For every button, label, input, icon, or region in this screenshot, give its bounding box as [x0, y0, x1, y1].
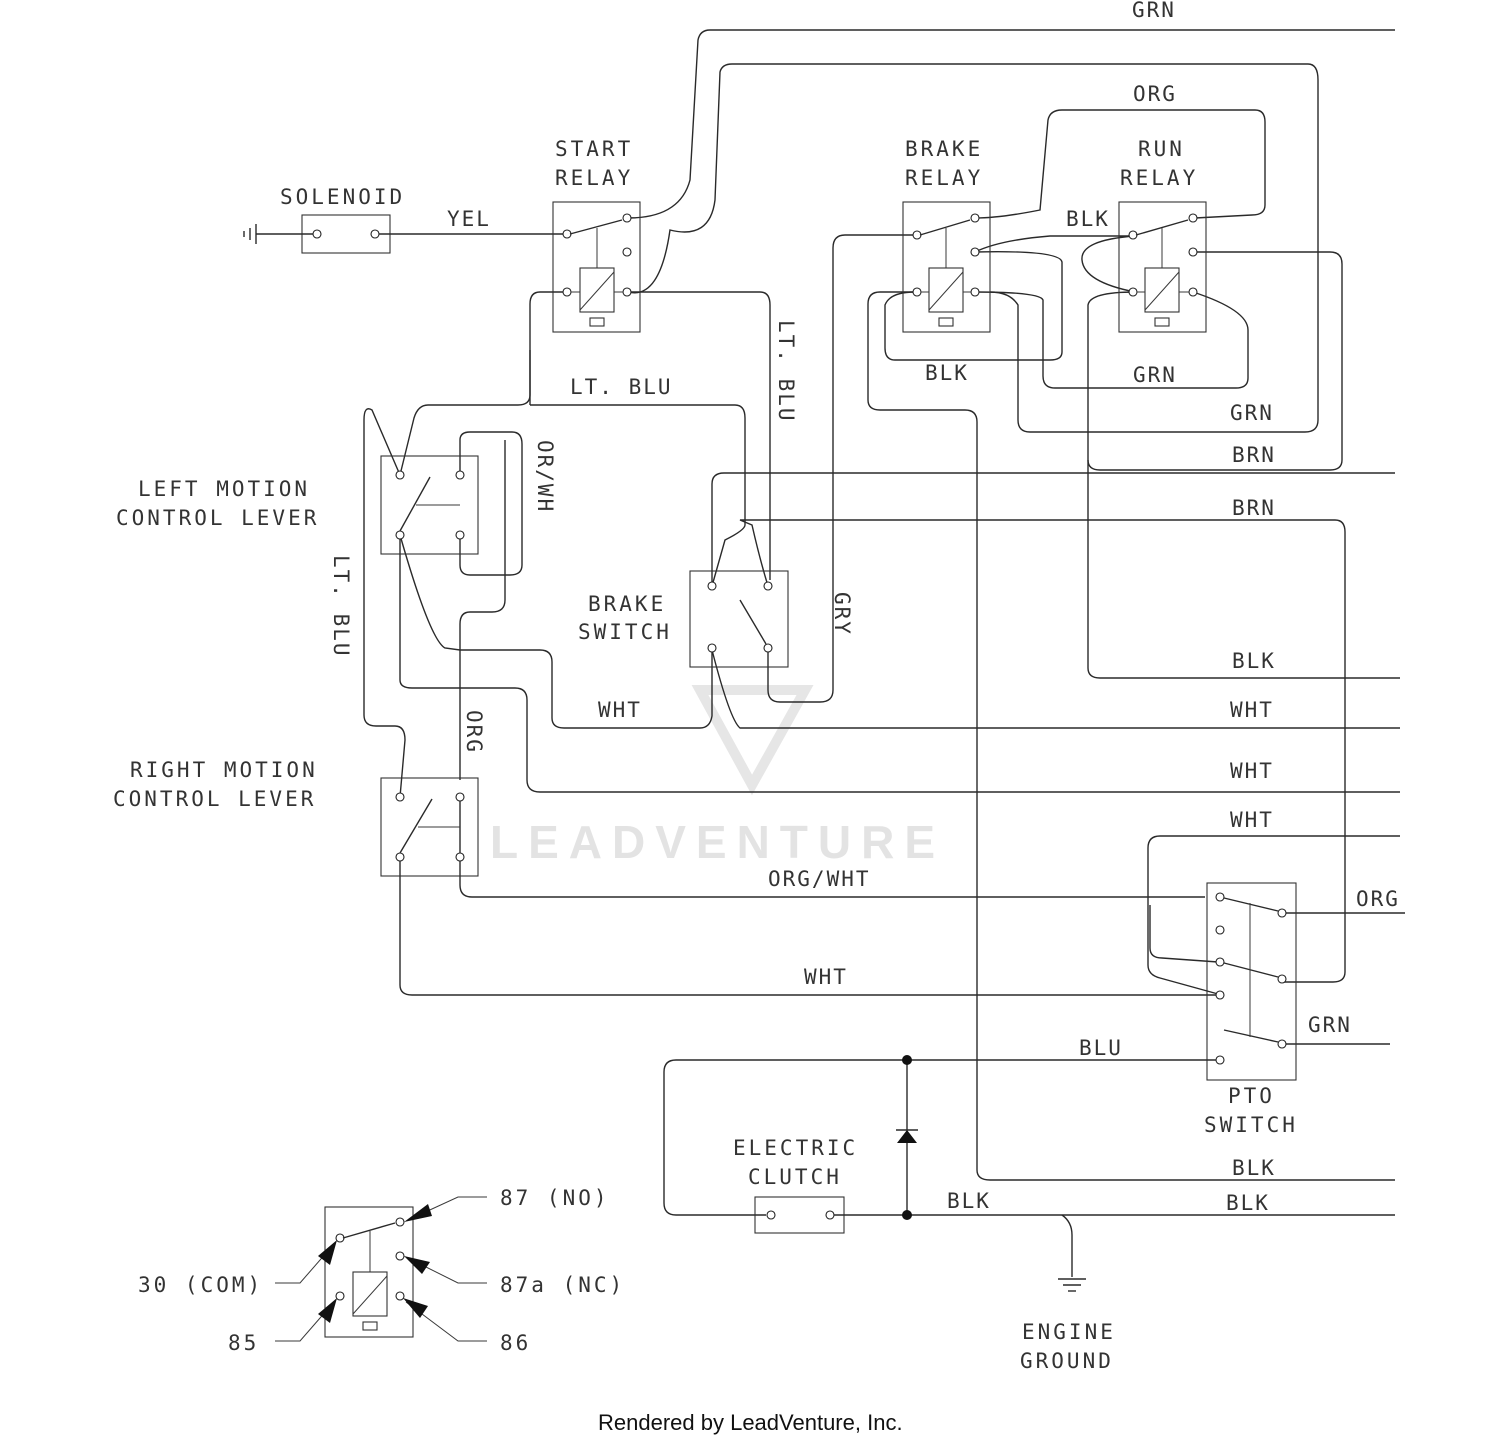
- brake-switch: BRAKE SWITCH: [578, 570, 789, 668]
- clutch-circuit: ELECTRIC CLUTCH ENGINE GROUND: [663, 1055, 1395, 1373]
- wire-label-wht-2: WHT: [1230, 698, 1274, 722]
- wire-label-or-wh: OR/WH: [533, 440, 557, 513]
- relay-pinout-legend: 87 (NO) 30 (COM) 87a (NC) 85 86: [138, 1186, 625, 1355]
- wire-label-blk-relay: BLK: [925, 361, 969, 385]
- start-relay: START RELAY: [552, 137, 641, 333]
- pto-switch: PTO SWITCH: [1204, 882, 1298, 1137]
- legend-87a-nc: 87a (NC): [500, 1273, 625, 1297]
- wire-label-grn-pto: GRN: [1308, 1013, 1352, 1037]
- legend-30-com: 30 (COM): [138, 1273, 263, 1297]
- wire-label-blk-b3: BLK: [1226, 1191, 1270, 1215]
- electric-clutch-label-2: CLUTCH: [748, 1165, 842, 1189]
- electric-clutch-label-1: ELECTRIC: [733, 1136, 858, 1160]
- solenoid: SOLENOID: [243, 185, 563, 254]
- solenoid-label: SOLENOID: [280, 185, 405, 209]
- wire-label-blk-run: BLK: [1066, 207, 1110, 231]
- wire-label-org-top: ORG: [1133, 82, 1177, 106]
- run-relay: RUN RELAY: [1118, 137, 1207, 333]
- legend-85: 85: [228, 1331, 259, 1355]
- top-wires: [627, 29, 1395, 1181]
- brake-switch-label-2: SWITCH: [578, 620, 672, 644]
- wire-label-grn-top: GRN: [1132, 0, 1176, 22]
- footer-credit: Rendered by LeadVenture, Inc.: [598, 1410, 903, 1435]
- wire-label-gry: GRY: [830, 592, 854, 636]
- engine-ground-label-2: GROUND: [1020, 1349, 1114, 1373]
- legend-86: 86: [500, 1331, 531, 1355]
- right-motion-control-lever: RIGHT MOTION CONTROL LEVER: [113, 758, 479, 877]
- wire-label-org-wht: ORG/WHT: [768, 867, 871, 891]
- wire-labels: GRN ORG YEL BLK LT. BLU BLK GRN GRN BRN …: [329, 0, 1400, 1215]
- wire-label-brn-1: BRN: [1232, 443, 1276, 467]
- right-lever-label-1: RIGHT MOTION: [130, 758, 318, 782]
- wire-label-wht-1: WHT: [598, 698, 642, 722]
- start-relay-label-1: START: [555, 137, 633, 161]
- wire-label-org-pto: ORG: [1356, 887, 1400, 911]
- wire-label-lt-blu-h: LT. BLU: [570, 375, 673, 399]
- start-relay-label-2: RELAY: [555, 166, 633, 190]
- legend-87-no: 87 (NO): [500, 1186, 610, 1210]
- pto-switch-label-1: PTO: [1228, 1084, 1275, 1108]
- left-lever-label-2: CONTROL LEVER: [116, 506, 319, 530]
- wire-label-wht-5: WHT: [804, 965, 848, 989]
- left-motion-control-lever: LEFT MOTION CONTROL LEVER: [116, 455, 479, 555]
- pto-switch-label-2: SWITCH: [1204, 1113, 1298, 1137]
- run-relay-label-1: RUN: [1138, 137, 1185, 161]
- wire-label-brn-2: BRN: [1232, 496, 1276, 520]
- brake-relay: BRAKE RELAY: [902, 137, 991, 333]
- wire-label-yel: YEL: [447, 207, 491, 231]
- wire-label-blu: BLU: [1079, 1036, 1123, 1060]
- watermark-text: LEADVENTURE: [490, 816, 945, 868]
- wire-label-org-v: ORG: [462, 710, 486, 754]
- watermark: LEADVENTURE: [490, 685, 945, 868]
- middle-wires: [363, 291, 1405, 1045]
- engine-ground-label-1: ENGINE: [1022, 1320, 1116, 1344]
- right-lever-label-2: CONTROL LEVER: [113, 787, 316, 811]
- wire-label-grn-right: GRN: [1230, 401, 1274, 425]
- wire-label-lt-blu-left: LT. BLU: [329, 555, 353, 658]
- brake-relay-label-1: BRAKE: [905, 137, 983, 161]
- wire-label-blk-b2: BLK: [947, 1189, 991, 1213]
- wire-label-lt-blu-v: LT. BLU: [774, 320, 798, 423]
- brake-relay-label-2: RELAY: [905, 166, 983, 190]
- wire-label-grn-relay: GRN: [1133, 363, 1177, 387]
- left-lever-label-1: LEFT MOTION: [138, 477, 310, 501]
- wire-label-blk-right: BLK: [1232, 649, 1276, 673]
- wire-label-wht-3: WHT: [1230, 759, 1274, 783]
- wire-label-wht-4: WHT: [1230, 808, 1274, 832]
- wire-label-blk-b1: BLK: [1232, 1156, 1276, 1180]
- run-relay-label-2: RELAY: [1120, 166, 1198, 190]
- brake-switch-label-1: BRAKE: [588, 592, 666, 616]
